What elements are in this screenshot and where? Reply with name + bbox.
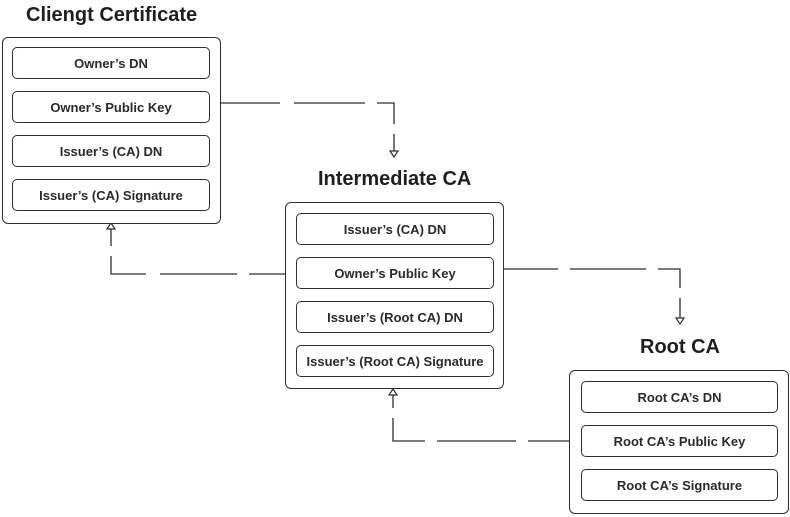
client-issuer-signature: Issuer’s (CA) Signature — [12, 179, 210, 211]
root-ca-title: Root CA — [640, 336, 720, 358]
client-issuer-dn: Issuer’s (CA) DN — [12, 135, 210, 167]
intermediate-ca-title: Intermediate CA — [318, 168, 472, 190]
root-dn: Root CA’s DN — [581, 381, 778, 413]
intermediate-ca-box: Issuer’s (CA) DN Owner’s Public Key Issu… — [285, 202, 504, 389]
client-certificate-box: Owner’s DN Owner’s Public Key Issuer’s (… — [2, 37, 221, 224]
root-signature: Root CA’s Signature — [581, 469, 778, 501]
connector-intermediate-key-to-client-signature — [110, 229, 297, 275]
arrowhead-down-icon — [674, 317, 686, 326]
client-owner-public-key: Owner’s Public Key — [12, 91, 210, 123]
arrowhead-up-icon — [387, 387, 399, 396]
arrowhead-up-icon — [105, 221, 117, 230]
client-owner-dn: Owner’s DN — [12, 47, 210, 79]
arrowhead-down-icon — [388, 150, 400, 159]
root-public-key: Root CA’s Public Key — [581, 425, 778, 457]
connector-root-key-to-intermediate-signature — [392, 395, 582, 442]
intermediate-issuer-root-dn: Issuer’s (Root CA) DN — [296, 301, 494, 333]
connector-client-key-to-intermediate — [210, 102, 395, 151]
root-ca-box: Root CA’s DN Root CA’s Public Key Root C… — [569, 370, 789, 514]
client-certificate-title: Cliengt Certificate — [26, 4, 198, 26]
connector-intermediate-key-to-root — [493, 268, 681, 318]
intermediate-issuer-dn: Issuer’s (CA) DN — [296, 213, 494, 245]
intermediate-issuer-signature: Issuer’s (Root CA) Signature — [296, 345, 494, 377]
intermediate-owner-public-key: Owner’s Public Key — [296, 257, 494, 289]
